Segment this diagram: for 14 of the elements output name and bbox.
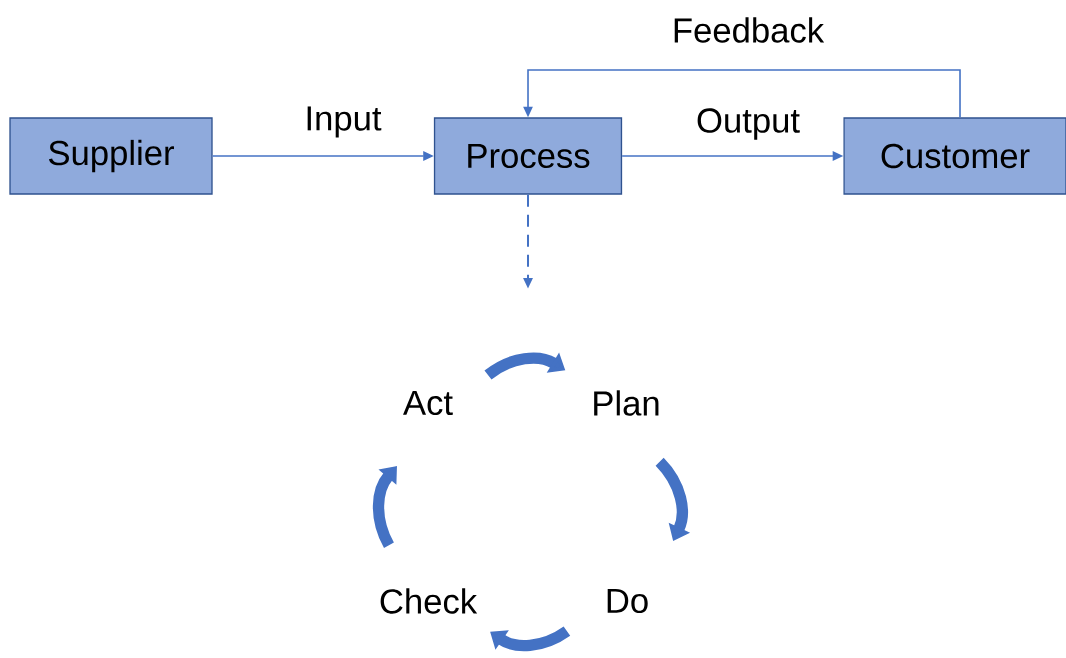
- edge-label: Output: [697, 108, 800, 140]
- process-box: Process: [433, 117, 623, 195]
- edge-label: Input: [307, 106, 382, 138]
- arrow: [523, 69, 961, 119]
- step-label: Check: [380, 588, 478, 614]
- step-label: Do: [607, 588, 648, 614]
- process-box: Customer: [843, 117, 1066, 195]
- process-box: Supplier: [9, 117, 213, 195]
- step-label: Act: [403, 390, 453, 416]
- edge-label: Feedback: [674, 17, 825, 43]
- step-label: Plan: [594, 390, 659, 416]
- cycle-arrow: [372, 466, 397, 548]
- cycle-arrow: [490, 626, 570, 652]
- cycle-arrow: [655, 457, 691, 541]
